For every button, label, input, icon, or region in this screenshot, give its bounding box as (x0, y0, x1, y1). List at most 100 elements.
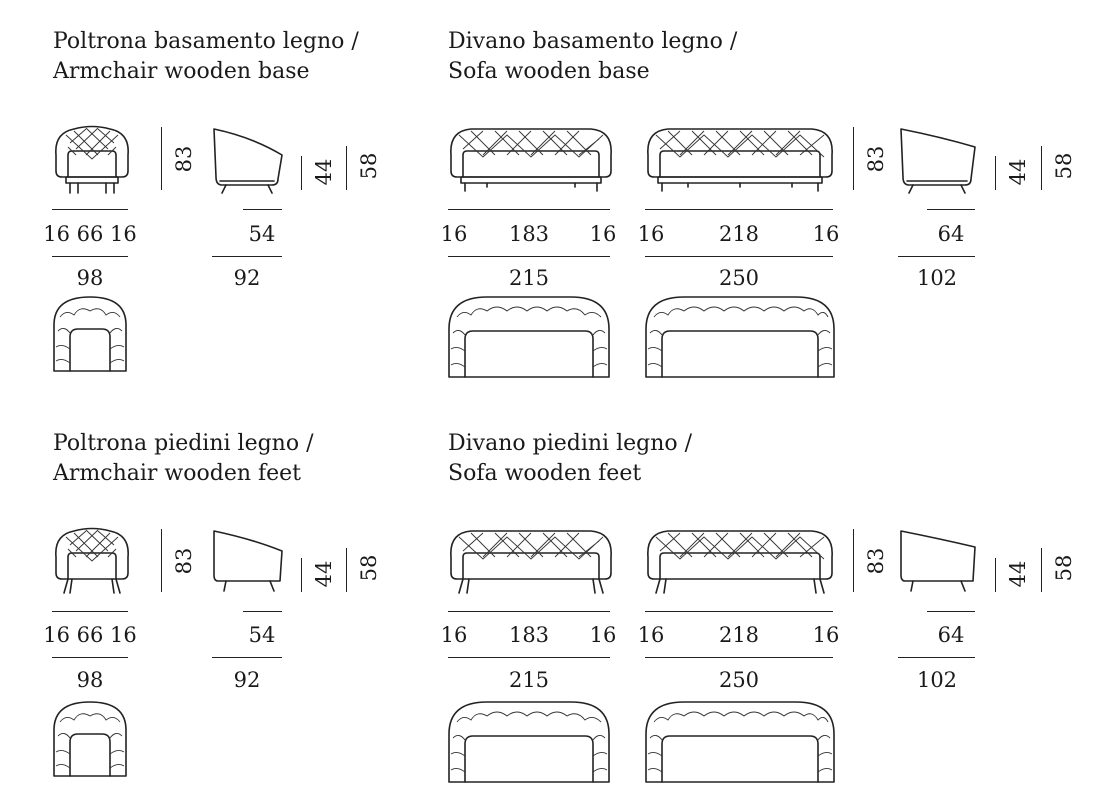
dim-width: 98 (76, 668, 104, 692)
title-en: Sofa wooden feet (448, 461, 642, 486)
dim-line-arm-height (1041, 146, 1042, 190)
armchair-top-drawing (53, 296, 127, 372)
armchair-front-drawing (55, 125, 129, 194)
dim-line-height (853, 127, 854, 190)
dim-arm-height: 58 (357, 554, 381, 582)
sofa-small-front-drawing (450, 128, 612, 192)
dim-seat-height: 44 (312, 560, 336, 588)
sofa-large-front-drawing (647, 128, 833, 192)
title-it: Divano piedini legno / (448, 431, 693, 456)
dim-seat-height: 44 (312, 158, 336, 186)
sofa-small-top-drawing (448, 296, 610, 378)
dim-depth: 92 (233, 266, 261, 290)
dim-sofa-arm-height: 58 (1052, 152, 1076, 180)
dim-line (898, 256, 975, 257)
dim-sofa-small-seat-width: 183 (508, 623, 550, 647)
dim-width-parts: 16 66 16 (43, 222, 137, 246)
dim-line (448, 657, 610, 658)
sofa-large-front-feet-drawing (647, 530, 833, 594)
armchair-side-feet-drawing (213, 530, 283, 592)
title-sofa-base: Divano basamento legno / Sofa wooden bas… (448, 27, 737, 87)
dim-line (52, 256, 128, 257)
dim-line-height (161, 529, 162, 592)
dim-line (448, 611, 610, 612)
title-it: Poltrona basamento legno / (53, 29, 359, 54)
dim-line-arm-height (346, 146, 347, 190)
dim-sofa-seat-depth: 64 (937, 623, 965, 647)
dim-seat-depth: 54 (248, 623, 276, 647)
title-en: Armchair wooden base (53, 59, 310, 84)
dim-line (927, 209, 975, 210)
sofa-large-top-drawing (645, 296, 835, 378)
dim-sofa-large-seat-width: 218 (718, 623, 760, 647)
dim-sofa-seat-depth: 64 (937, 222, 965, 246)
dim-line (448, 209, 610, 210)
dim-sofa-large-arm-right: 16 (812, 222, 840, 246)
dim-sofa-small-width: 215 (508, 668, 550, 692)
dim-sofa-large-seat-width: 218 (718, 222, 760, 246)
dim-sofa-height: 83 (864, 547, 888, 575)
dim-line-seat-height (301, 558, 302, 592)
dim-sofa-small-arm-left: 16 (440, 623, 468, 647)
dim-line-arm-height (346, 548, 347, 592)
title-en: Sofa wooden base (448, 59, 650, 84)
sofa-side-feet-drawing (900, 530, 976, 592)
dim-sofa-small-seat-width: 183 (508, 222, 550, 246)
sofa-side-drawing (900, 128, 976, 194)
dim-height: 83 (172, 145, 196, 173)
dim-width: 98 (76, 266, 104, 290)
dim-sofa-large-width: 250 (718, 668, 760, 692)
dim-line-seat-height (995, 156, 996, 190)
dim-line (645, 209, 833, 210)
dim-line-arm-height (1041, 548, 1042, 592)
dim-sofa-small-arm-right: 16 (589, 623, 617, 647)
dim-line (52, 657, 128, 658)
dim-line-seat-height (995, 558, 996, 592)
dim-line (645, 611, 833, 612)
dim-sofa-height: 83 (864, 145, 888, 173)
title-armchair-base: Poltrona basamento legno / Armchair wood… (53, 27, 359, 87)
dim-sofa-large-arm-left: 16 (637, 623, 665, 647)
dim-line (645, 256, 833, 257)
dim-line-height (853, 529, 854, 592)
dim-sofa-seat-height: 44 (1006, 560, 1030, 588)
dim-line-height (161, 127, 162, 190)
dim-line (52, 209, 128, 210)
armchair-front-feet-drawing (55, 527, 129, 594)
dim-sofa-small-width: 215 (508, 266, 550, 290)
dim-seat-depth: 54 (248, 222, 276, 246)
dim-sofa-small-arm-right: 16 (589, 222, 617, 246)
dim-width-parts: 16 66 16 (43, 623, 137, 647)
title-en: Armchair wooden feet (53, 461, 302, 486)
dim-line (243, 611, 282, 612)
armchair-side-drawing (213, 128, 283, 194)
dim-line (645, 657, 833, 658)
dim-line (448, 256, 610, 257)
sofa-small-front-feet-drawing (450, 530, 612, 594)
dim-sofa-large-arm-left: 16 (637, 222, 665, 246)
sofa-small-top-feet-drawing (448, 701, 610, 783)
dim-sofa-large-width: 250 (718, 266, 760, 290)
dim-sofa-arm-height: 58 (1052, 554, 1076, 582)
dim-arm-height: 58 (357, 152, 381, 180)
dim-line-seat-height (301, 156, 302, 190)
title-sofa-feet: Divano piedini legno / Sofa wooden feet (448, 429, 692, 489)
dim-sofa-small-arm-left: 16 (440, 222, 468, 246)
sofa-large-top-feet-drawing (645, 701, 835, 783)
dim-line (927, 611, 975, 612)
dim-height: 83 (172, 547, 196, 575)
dim-line (898, 657, 975, 658)
dim-depth: 92 (233, 668, 261, 692)
dim-sofa-depth: 102 (916, 668, 958, 692)
title-armchair-feet: Poltrona piedini legno / Armchair wooden… (53, 429, 314, 489)
dim-sofa-large-arm-right: 16 (812, 623, 840, 647)
dim-line (212, 256, 282, 257)
title-it: Poltrona piedini legno / (53, 431, 314, 456)
dim-line (212, 657, 282, 658)
title-it: Divano basamento legno / (448, 29, 738, 54)
dim-line (52, 611, 128, 612)
dim-sofa-seat-height: 44 (1006, 158, 1030, 186)
armchair-top-feet-drawing (53, 701, 127, 777)
dim-line (243, 209, 282, 210)
dim-sofa-depth: 102 (916, 266, 958, 290)
